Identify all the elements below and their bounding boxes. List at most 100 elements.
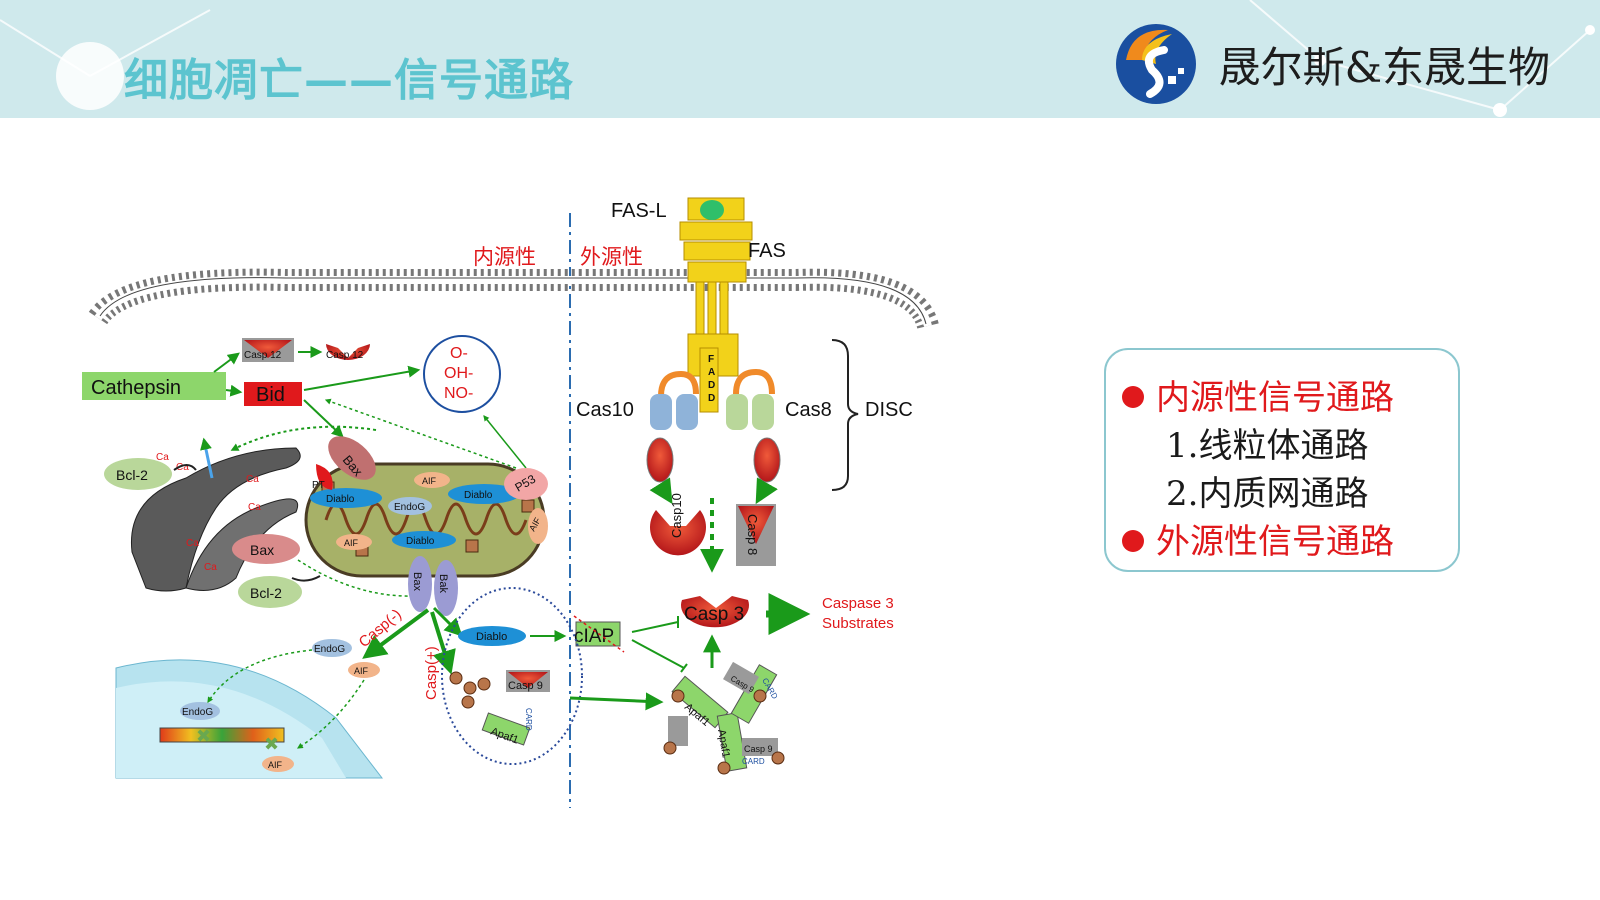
- disc-label: DISC: [865, 399, 913, 421]
- caspase3-label: Caspase 3: [822, 595, 894, 612]
- cathepsin-box: [82, 372, 226, 400]
- ca-label-4: Ca: [248, 502, 261, 513]
- substrates-label: Substrates: [822, 615, 894, 632]
- casp12-label-b: Casp 12: [326, 350, 364, 361]
- bcl2-er: [104, 458, 172, 490]
- casp12-label-a: Casp 12: [244, 350, 282, 361]
- bcl2-lower: [238, 576, 302, 608]
- apoptosome: [663, 661, 785, 775]
- diablo-mito-a: [310, 488, 382, 508]
- extrinsic-region-label: 外源性: [580, 246, 643, 269]
- casp12-active: [326, 344, 370, 360]
- endog-label-a: EndoG: [394, 502, 425, 513]
- cleavage-x-icon: ✖: [196, 726, 211, 746]
- p53-protein: [504, 468, 548, 500]
- fadd-label-d2: D: [708, 393, 715, 404]
- diablo-mito-b: [448, 484, 520, 504]
- diablo-label-a: Diablo: [326, 494, 355, 505]
- ca-label-3: Ca: [246, 474, 259, 485]
- slide-title: 细胞凋亡——信号通路: [124, 55, 574, 106]
- casp9-label-c: Casp 9: [744, 744, 773, 754]
- disc-bracket: [831, 339, 859, 491]
- fadd-label-d1: D: [708, 380, 715, 391]
- aif-mito-a: [414, 472, 450, 488]
- card-label-a: CARD: [524, 708, 533, 731]
- aif-label-b: AIF: [344, 538, 359, 548]
- apaf1-cytosol: [481, 712, 531, 746]
- cas10-complex: [650, 370, 699, 430]
- bullet-dot-icon: [1122, 530, 1144, 552]
- ca-label-1: Ca: [156, 452, 169, 463]
- card-label-c: CARD: [742, 757, 765, 766]
- fas-label: FAS: [748, 240, 786, 262]
- bax-pore: [408, 556, 432, 612]
- ciap-label: cIAP: [574, 626, 614, 647]
- casp3-label: Casp 3: [684, 604, 744, 625]
- aif-label-d: AIF: [354, 666, 369, 676]
- aif-mito-b: [336, 534, 372, 550]
- endog-label-c: EndoG: [182, 707, 213, 718]
- summary-item-mitochondria: 1.线粒体通路: [1166, 426, 1369, 466]
- bax-label-b: Bax: [250, 542, 274, 558]
- fas-receptor: [679, 197, 753, 413]
- pt-pore: [316, 464, 333, 490]
- casp9-label-a: Casp 9: [508, 680, 543, 692]
- bullet-dot-icon: [1122, 386, 1144, 408]
- pt-label: PT: [312, 480, 325, 491]
- summary-extrinsic-text: 外源性信号通路: [1156, 522, 1394, 562]
- cas8-label: Cas8: [785, 399, 832, 421]
- ca-label-2: Ca: [176, 462, 189, 473]
- fas-l-label: FAS-L: [611, 200, 667, 222]
- apaf1-label-c: Apaf1: [715, 728, 732, 758]
- bax-label-c: Bax: [411, 572, 423, 591]
- casp3: [681, 596, 749, 628]
- nucleus: [115, 659, 384, 779]
- ca-label-5: Ca: [186, 538, 199, 549]
- aif-cytosol: [348, 662, 380, 678]
- bak-label: Bak: [437, 574, 449, 593]
- pro-casp10: [646, 437, 674, 483]
- summary-intrinsic: 内源性信号通路: [1122, 370, 1394, 419]
- endog-mito: [388, 497, 432, 515]
- apoptosis-pathway-diagram: 内源性 外源性 FAS-L FAS F A D D Cas10 Cas8 DIS…: [36, 148, 1064, 832]
- network-decoration: [0, 0, 1595, 117]
- summary-intrinsic-text: 内源性信号通路: [1156, 378, 1394, 418]
- bak-pore: [434, 560, 458, 616]
- aif-nucleus: [262, 756, 294, 772]
- aif-label-e: AIF: [268, 760, 283, 770]
- fadd-label-a: A: [708, 367, 715, 378]
- bcl2-label-a: Bcl-2: [116, 467, 148, 483]
- summary-extrinsic: 外源性信号通路: [1122, 514, 1394, 563]
- caspase-dependent-region: [441, 587, 583, 765]
- cas10-label: Cas10: [576, 399, 634, 421]
- casp-plus-label: Casp(+): [423, 646, 440, 700]
- ros-circle: [423, 335, 501, 413]
- ros-label-oh: OH-: [444, 365, 473, 382]
- ros-label-no: NO-: [444, 385, 473, 402]
- diablo-cytosol: [458, 626, 526, 646]
- diablo-mito-c: [392, 531, 456, 549]
- pathway-summary-box: 内源性信号通路 1.线粒体通路 2.内质网通路 外源性信号通路: [1104, 348, 1460, 572]
- bax-cytosol: [232, 534, 300, 564]
- casp10-label: Casp10: [669, 493, 684, 538]
- diablo-label-d: Diablo: [476, 631, 507, 643]
- diablo-label-b: Diablo: [464, 490, 493, 501]
- endog-nucleus: [180, 702, 220, 720]
- brand-name: 晟尔斯&东晟生物: [1218, 43, 1550, 92]
- aif-label-a: AIF: [422, 476, 437, 486]
- bid-box: [244, 382, 302, 406]
- ros-label-o: O-: [450, 345, 468, 362]
- company-logo-icon: [1116, 24, 1196, 104]
- summary-item-er: 2.内质网通路: [1166, 474, 1369, 514]
- ciap-box: [575, 621, 621, 647]
- casp8-label: Casp 8: [745, 514, 760, 555]
- bax-mito: [328, 436, 376, 480]
- bid-label: Bid: [256, 384, 285, 406]
- endog-label-b: EndoG: [314, 644, 345, 655]
- cleavage-x-icon-2: ✖: [264, 734, 279, 754]
- endog-cytosol: [312, 639, 352, 657]
- aif-mito-c: [528, 508, 548, 544]
- ca-label-6: Ca: [204, 562, 217, 573]
- casp10-active: [650, 510, 707, 556]
- fadd-label-f: F: [708, 354, 714, 365]
